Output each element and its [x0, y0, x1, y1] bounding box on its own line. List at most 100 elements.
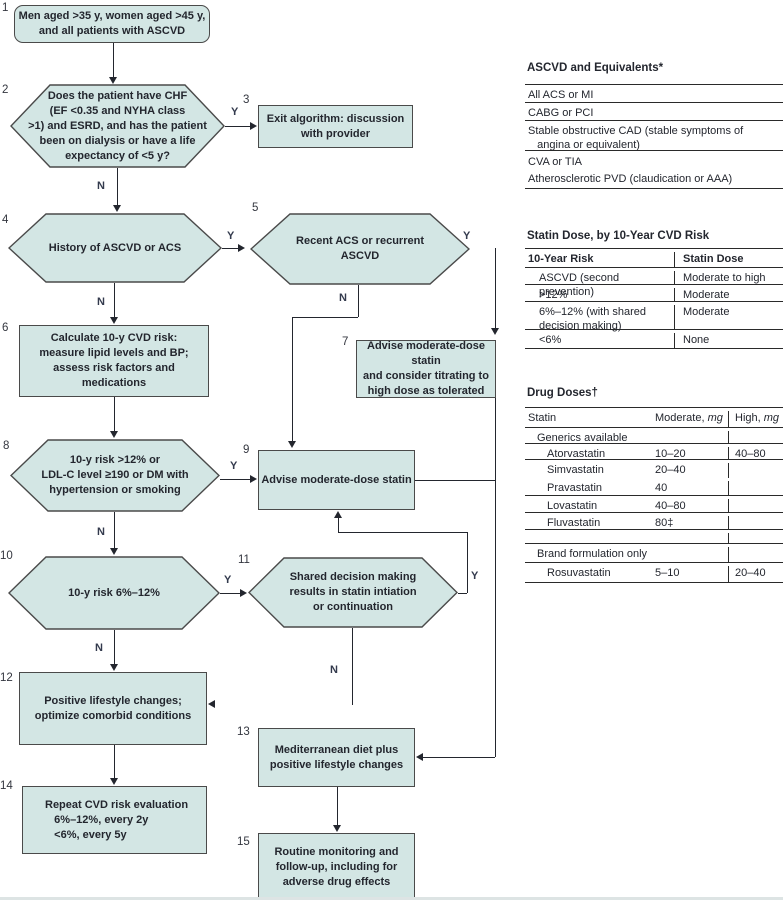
bottom-edge-strip	[0, 897, 783, 900]
statin-cell: Pravastatin	[547, 482, 603, 494]
arrow-down-icon	[491, 328, 499, 335]
hexagon-shape	[10, 84, 225, 168]
node-number: 11	[238, 554, 250, 566]
flow-connector	[292, 317, 294, 441]
dose-cell: Moderate	[683, 289, 730, 301]
table-row: Lovastatin 40–80	[525, 496, 783, 513]
flow-connector	[495, 248, 497, 329]
statin-dose-table: 10-Year Risk Statin Dose ASCVD (second p…	[525, 248, 783, 349]
hexagon-shape	[8, 556, 220, 630]
hexagon-shape	[248, 557, 458, 628]
node-number: 3	[243, 94, 250, 106]
high-cell: 20–40	[735, 567, 766, 579]
arrow-up-icon	[334, 511, 342, 518]
statin-dose-table-title: Statin Dose, by 10-Year CVD Risk	[527, 230, 710, 242]
flow-node-exit: Exit algorithm: discussion with provider	[258, 105, 413, 148]
risk-cell: 6%–12% (with shared decision making)	[525, 305, 675, 332]
flow-connector	[415, 480, 495, 482]
flow-connector	[113, 43, 115, 78]
header-text: High,	[735, 412, 764, 424]
table-row: >12% Moderate	[525, 285, 783, 302]
moderate-cell: 5–10	[655, 566, 729, 582]
flow-connector	[337, 787, 339, 825]
statin-cell: Rosuvastatin	[547, 567, 611, 579]
flow-node-recent-acs: Recent ACS or recurrent ASCVD	[250, 213, 470, 285]
edge-label-yes: Y	[224, 574, 232, 586]
table-row: <6% None	[525, 330, 783, 349]
node-number: 8	[3, 440, 10, 452]
node-text: Advise moderate-dose statin and consider…	[363, 340, 489, 397]
flow-node-advise-titrate: Advise moderate-dose statin and consider…	[356, 340, 496, 398]
moderate-cell: 80‡	[655, 516, 729, 529]
node-number: 12	[0, 672, 13, 684]
column-header: High, mg	[729, 411, 779, 425]
column-header: 10-Year Risk	[525, 252, 675, 267]
flow-connector	[114, 283, 116, 318]
flow-connector	[114, 397, 116, 432]
arrow-down-icon	[110, 548, 118, 555]
flow-connector	[117, 168, 119, 206]
hexagon-shape	[10, 439, 220, 512]
arrow-left-icon	[208, 700, 215, 708]
node-text: Advise moderate-dose statin	[261, 473, 412, 486]
table-row: 6%–12% (with shared decision making) Mod…	[525, 302, 783, 332]
statin-cell: Simvastatin	[547, 464, 604, 476]
node-number: 13	[237, 726, 250, 738]
table-group-row: Generics available	[525, 428, 783, 444]
arrow-down-icon	[333, 825, 341, 832]
dose-cell: Moderate to high	[683, 272, 766, 284]
edge-label-yes: Y	[471, 570, 479, 582]
table-row: Atorvastatin 10–20 40–80	[525, 444, 783, 460]
table-header-row: 10-Year Risk Statin Dose	[525, 249, 783, 268]
node-text: 10-y risk 6%–12%	[68, 586, 160, 599]
arrow-down-icon	[109, 77, 117, 84]
moderate-cell	[655, 547, 729, 562]
node-number: 5	[252, 202, 259, 214]
node-text: Recent ACS or recurrent ASCVD	[296, 235, 424, 262]
flow-node-risk-6-12: 10-y risk 6%–12%	[8, 556, 220, 630]
edge-label-yes: Y	[231, 106, 239, 118]
flow-connector	[338, 532, 467, 534]
table-row: CVA or TIA Atherosclerotic PVD (claudica…	[525, 151, 783, 189]
flow-connector	[495, 398, 497, 757]
flow-connector	[220, 593, 240, 595]
table-group-row: Brand formulation only	[525, 544, 783, 563]
flow-node-start: Men aged >35 y, women aged >45 y, and al…	[14, 5, 210, 43]
statin-cell: Atorvastatin	[547, 448, 606, 460]
moderate-cell: 40	[655, 481, 729, 495]
statin-cell: Generics available	[537, 432, 628, 444]
node-number: 14	[0, 780, 13, 792]
table-row: Fluvastatin 80‡	[525, 513, 783, 530]
flow-connector	[220, 479, 250, 481]
flow-node-advise-moderate: Advise moderate-dose statin	[258, 450, 415, 510]
node-text: 10-y risk >12% or LDL-C level ≥190 or DM…	[41, 454, 189, 496]
table-row: ASCVD (second prevention) Moderate to hi…	[525, 268, 783, 298]
node-number: 6	[2, 322, 9, 334]
node-number: 9	[243, 444, 250, 456]
moderate-cell	[655, 431, 729, 443]
node-number: 2	[2, 84, 9, 96]
arrow-right-icon	[250, 122, 257, 130]
edge-label-no: N	[97, 296, 105, 308]
hexagon-shape	[8, 213, 222, 283]
hexagon-shape	[250, 213, 470, 285]
table-row: All ACS or MI	[525, 85, 783, 103]
node-number: 7	[342, 336, 349, 348]
edge-label-no: N	[95, 642, 103, 654]
node-text: Positive lifestyle changes; optimize com…	[34, 694, 192, 722]
unit-label: mg	[763, 412, 780, 424]
arrow-down-icon	[110, 431, 118, 438]
arrow-down-icon	[288, 441, 296, 448]
flow-node-history-ascvd: History of ASCVD or ACS	[8, 213, 222, 283]
table-row: Rosuvastatin 5–10 20–40	[525, 563, 783, 583]
flow-node-chf-question: Does the patient have CHF (EF <0.35 and …	[10, 84, 225, 168]
flow-connector	[114, 630, 116, 665]
flow-connector	[358, 285, 360, 317]
drug-doses-table: Statin Moderate, mg High, mg Generics av…	[525, 407, 783, 583]
flow-connector	[222, 248, 238, 250]
table-row: Simvastatin 20–40	[525, 460, 783, 478]
column-header: Statin	[528, 412, 557, 424]
ascvd-equivalents-table: All ACS or MI CABG or PCI Stable obstruc…	[525, 84, 783, 189]
node-number: 4	[2, 214, 9, 226]
flow-connector	[458, 593, 467, 595]
